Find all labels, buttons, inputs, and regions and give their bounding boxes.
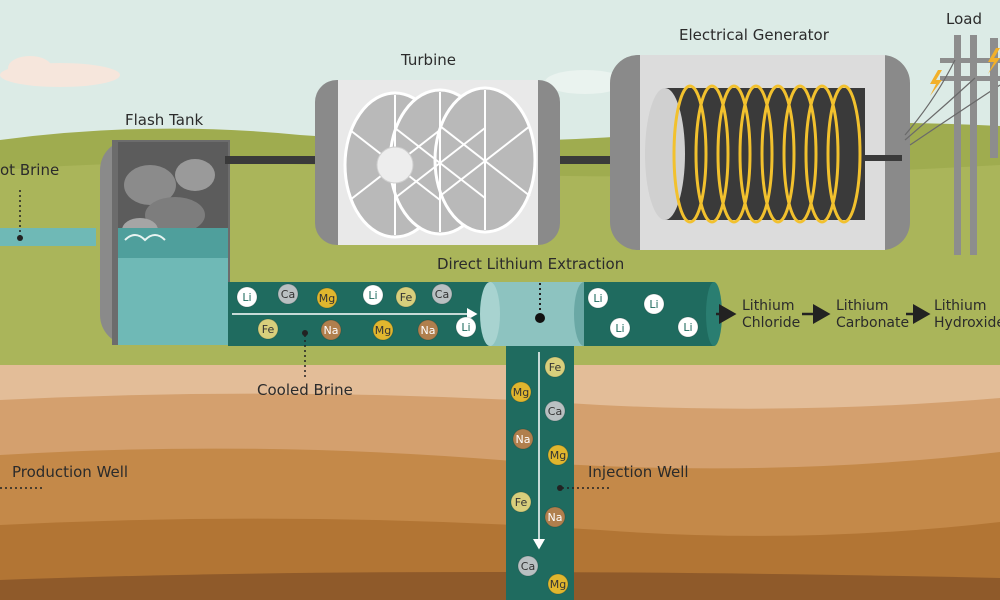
svg-text:Fe: Fe bbox=[549, 361, 562, 374]
svg-text:Li: Li bbox=[461, 321, 470, 334]
ion-li: Li bbox=[609, 317, 631, 339]
ion-li: Li bbox=[236, 286, 258, 308]
svg-text:Li: Li bbox=[242, 291, 251, 304]
label-load: Load bbox=[946, 10, 982, 28]
ion-ca: Ca bbox=[544, 400, 566, 422]
label-electrical-generator: Electrical Generator bbox=[679, 26, 829, 44]
label-dle: Direct Lithium Extraction bbox=[437, 255, 625, 273]
svg-text:Ca: Ca bbox=[521, 560, 535, 573]
ion-fe: Fe bbox=[257, 318, 279, 340]
ion-mg: Mg bbox=[547, 573, 569, 595]
soil-layer-5 bbox=[0, 571, 1000, 600]
turbine bbox=[315, 80, 560, 245]
ion-ca: Ca bbox=[277, 283, 299, 305]
dle-dot bbox=[535, 313, 545, 323]
svg-text:Na: Na bbox=[421, 324, 436, 337]
svg-text:Li: Li bbox=[368, 289, 377, 302]
soil-layer-3 bbox=[0, 448, 1000, 540]
label-production-well: Production Well bbox=[12, 463, 129, 481]
ion-na: Na bbox=[544, 506, 566, 528]
ion-na: Na bbox=[320, 319, 342, 341]
svg-text:Na: Na bbox=[324, 324, 339, 337]
ion-mg: Mg bbox=[316, 287, 338, 309]
cloud bbox=[0, 56, 120, 87]
product-line2: Carbonate bbox=[836, 315, 910, 331]
ion-mg: Mg bbox=[510, 381, 532, 403]
ion-ca: Ca bbox=[431, 283, 453, 305]
ion-na: Na bbox=[417, 319, 439, 341]
svg-text:Mg: Mg bbox=[513, 386, 529, 399]
ion-li: Li bbox=[643, 293, 665, 315]
hot-brine-dot bbox=[17, 235, 23, 241]
label-turbine: Turbine bbox=[401, 51, 456, 69]
product-lithium-carbonate: Lithium Carbonate bbox=[836, 298, 909, 332]
svg-text:Li: Li bbox=[593, 292, 602, 305]
svg-text:Fe: Fe bbox=[262, 323, 275, 336]
svg-text:Mg: Mg bbox=[550, 578, 566, 591]
product-line2: Hydroxide bbox=[934, 315, 1000, 331]
svg-text:Ca: Ca bbox=[548, 405, 562, 418]
lightning-bolt-icon bbox=[930, 70, 942, 96]
product-line1: Lithium bbox=[836, 298, 889, 314]
cooled-brine-dot bbox=[302, 330, 308, 336]
hot-brine-pipe bbox=[0, 228, 96, 246]
svg-text:Li: Li bbox=[649, 298, 658, 311]
label-cooled-brine: Cooled Brine bbox=[257, 381, 353, 399]
svg-text:Li: Li bbox=[683, 321, 692, 334]
ion-ca: Ca bbox=[517, 555, 539, 577]
ion-li: Li bbox=[587, 287, 609, 309]
product-line2: Chloride bbox=[742, 315, 801, 331]
ion-na: Na bbox=[512, 428, 534, 450]
ion-fe: Fe bbox=[544, 356, 566, 378]
svg-text:Mg: Mg bbox=[319, 292, 335, 305]
power-pole bbox=[904, 35, 1000, 255]
svg-text:Na: Na bbox=[548, 511, 563, 524]
svg-text:Ca: Ca bbox=[435, 288, 449, 301]
electrical-generator bbox=[610, 55, 910, 250]
ion-li: Li bbox=[677, 316, 699, 338]
label-injection-well: Injection Well bbox=[588, 463, 689, 481]
svg-text:Na: Na bbox=[516, 433, 531, 446]
lightning-bolt-icon bbox=[988, 48, 1000, 74]
product-line1: Lithium bbox=[934, 298, 987, 314]
product-lithium-chloride: Lithium Chloride bbox=[742, 298, 800, 332]
ion-fe: Fe bbox=[510, 491, 532, 513]
svg-text:Fe: Fe bbox=[515, 496, 528, 509]
ion-mg: Mg bbox=[372, 319, 394, 341]
svg-text:Li: Li bbox=[615, 322, 624, 335]
ion-li: Li bbox=[455, 316, 477, 338]
ion-fe: Fe bbox=[395, 286, 417, 308]
ion-li: Li bbox=[362, 284, 384, 306]
svg-text:Mg: Mg bbox=[375, 324, 391, 337]
ion-mg: Mg bbox=[547, 444, 569, 466]
label-flash-tank: Flash Tank bbox=[125, 111, 204, 129]
product-line1: Lithium bbox=[742, 298, 795, 314]
injection-well-dot bbox=[557, 485, 563, 491]
svg-text:Mg: Mg bbox=[550, 449, 566, 462]
product-lithium-hydroxide: Lithium Hydroxide bbox=[934, 298, 1000, 332]
label-hot-brine: ot Brine bbox=[0, 161, 60, 179]
svg-text:Ca: Ca bbox=[281, 288, 295, 301]
outlet-pipe-end bbox=[706, 282, 722, 346]
svg-text:Fe: Fe bbox=[400, 291, 413, 304]
flash-tank bbox=[100, 140, 230, 345]
cloud bbox=[545, 70, 625, 94]
